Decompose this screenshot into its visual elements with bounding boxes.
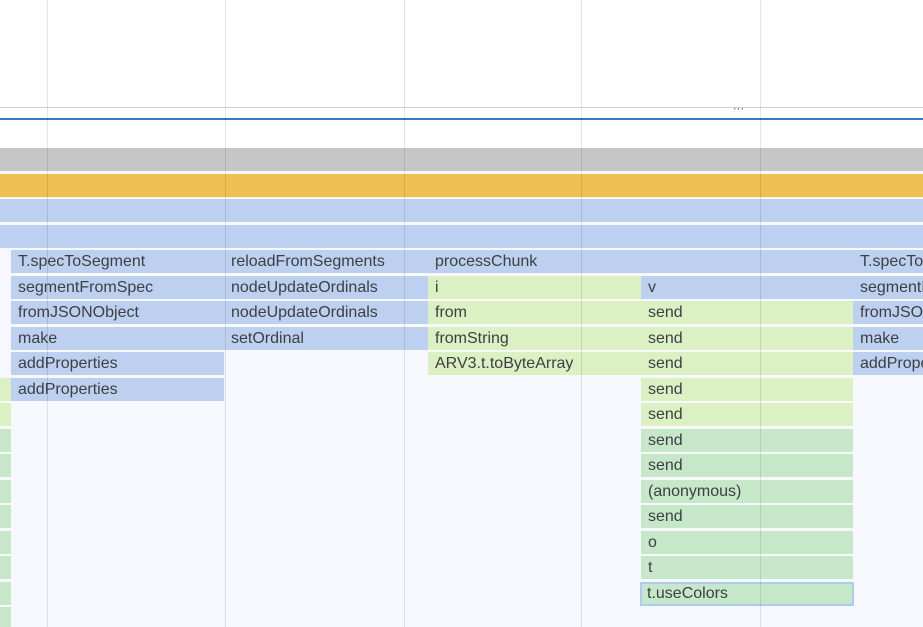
flame-frame-make-1[interactable]: make (11, 326, 224, 351)
call-frame-bar[interactable] (0, 556, 11, 580)
flame-frame-o[interactable]: o (641, 530, 853, 555)
flame-frame-segment-from-spec-1[interactable]: segmentFromSpec (11, 275, 224, 300)
flame-frame-send-6[interactable]: send (641, 428, 853, 453)
call-frame-bar[interactable] (0, 403, 11, 427)
flame-frame-send-7[interactable]: send (641, 454, 853, 478)
overview-divider (0, 107, 923, 108)
resize-grip-icon[interactable]: ··· (733, 103, 744, 115)
flame-frame-t-spec-to-segment-1[interactable]: T.specToSegment (11, 250, 224, 274)
flame-frame-add-properties-3[interactable]: addProperties (11, 377, 224, 402)
task-bar[interactable] (0, 148, 923, 172)
flame-frame-send-2[interactable]: send (641, 326, 853, 351)
flame-frame-t-use-colors[interactable]: t.useColors (640, 581, 854, 606)
call-frame-bar[interactable] (0, 377, 11, 402)
flame-frame-segment-from-spec-2[interactable]: segmentFromSpec (853, 275, 923, 300)
flame-frame-from-json-object-2[interactable]: fromJSONObject (853, 301, 923, 325)
flame-frame-send-5[interactable]: send (641, 403, 853, 427)
flame-frame-process-chunk[interactable]: processChunk (428, 250, 853, 274)
main-track-divider (0, 118, 923, 120)
flame-frame-from-json-object-1[interactable]: fromJSONObject (11, 301, 224, 325)
flame-frame-v[interactable]: v (641, 275, 853, 300)
call-frame-bar[interactable] (0, 479, 11, 504)
flame-frame-from[interactable]: from (428, 301, 641, 325)
flame-frame-send-1[interactable]: send (641, 301, 853, 325)
flame-frame-reload-from-segments[interactable]: reloadFromSegments (224, 250, 428, 274)
call-frame-bar[interactable] (0, 428, 11, 453)
call-frame-bar[interactable] (0, 454, 11, 478)
call-frame-bar[interactable] (0, 224, 923, 249)
flame-frame-node-update-ordinals-1[interactable]: nodeUpdateOrdinals (224, 275, 428, 300)
flame-frame-arv3-to-byte-array[interactable]: ARV3.t.toByteArray (428, 352, 641, 376)
flame-frame-send-8[interactable]: send (641, 505, 853, 529)
script-bar[interactable] (0, 173, 923, 198)
call-frame-bar[interactable] (0, 199, 923, 223)
call-frame-bar[interactable] (0, 581, 11, 606)
flame-frame-send-3[interactable]: send (641, 352, 853, 376)
flame-frame-set-ordinal[interactable]: setOrdinal (224, 326, 428, 351)
resize-handle[interactable] (0, 108, 923, 119)
timeline-overview[interactable] (0, 0, 923, 108)
flame-frame-anonymous[interactable]: (anonymous) (641, 479, 853, 504)
flame-frame-send-4[interactable]: send (641, 377, 853, 402)
flame-frame-add-properties-2[interactable]: addProperties (853, 352, 923, 376)
flame-frame-t[interactable]: t (641, 556, 853, 580)
flame-frame-add-properties-1[interactable]: addProperties (11, 352, 224, 376)
flame-frame-t-spec-to-segment-2[interactable]: T.specToSegment (853, 250, 923, 274)
call-frame-bar[interactable] (0, 607, 11, 627)
flame-frame-make-2[interactable]: make (853, 326, 923, 351)
flame-frame-node-update-ordinals-2[interactable]: nodeUpdateOrdinals (224, 301, 428, 325)
flame-frame-i[interactable]: i (428, 275, 641, 300)
call-frame-bar[interactable] (0, 505, 11, 529)
flame-frame-from-string[interactable]: fromString (428, 326, 641, 351)
flame-chart-header (0, 120, 923, 148)
call-frame-bar[interactable] (0, 530, 11, 555)
